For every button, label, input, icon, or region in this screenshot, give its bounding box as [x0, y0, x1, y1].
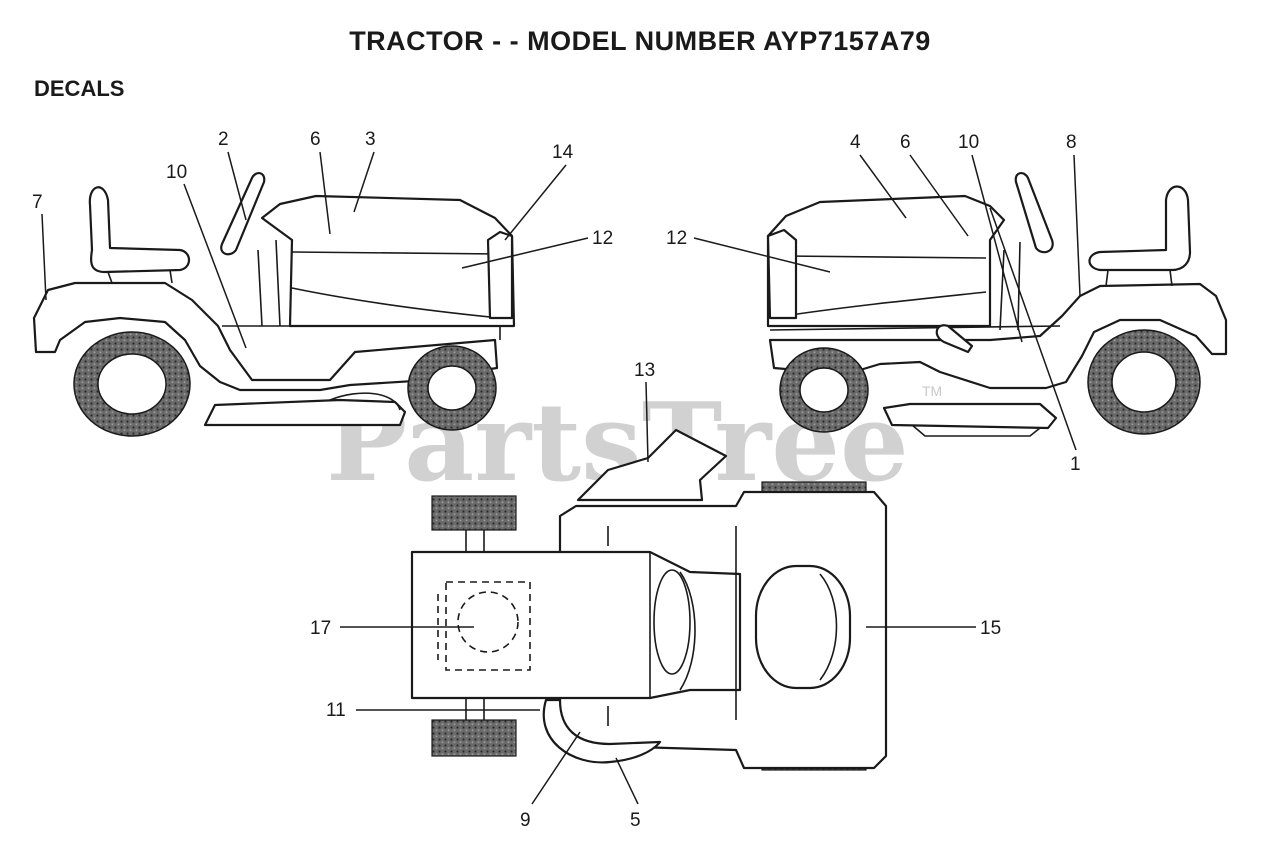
callout-8: 8: [1066, 132, 1077, 153]
callout-13: 13: [634, 360, 655, 381]
callout-14: 14: [552, 142, 574, 163]
callout-15: 15: [980, 618, 1001, 639]
callout-17: 17: [310, 618, 331, 639]
tractor-right-side-view: [766, 172, 1228, 437]
callout-11: 11: [326, 700, 346, 721]
tractor-top-view: [410, 428, 888, 771]
watermark-trademark: TM: [922, 383, 942, 399]
left-view-callouts: 7 2 10 6 3 14 12: [32, 129, 613, 349]
callout-12-right: 12: [666, 228, 687, 249]
callout-4: 4: [850, 132, 861, 153]
page-title: TRACTOR - - MODEL NUMBER AYP7157A79: [349, 26, 931, 56]
top-view-callouts: 13 17 15 11 9 5: [310, 360, 1001, 831]
right-view-callouts: 12 4 6 10 8 1: [666, 132, 1081, 475]
callout-5: 5: [630, 810, 641, 831]
callout-1: 1: [1070, 454, 1081, 475]
callout-7: 7: [32, 192, 43, 213]
callout-3: 3: [365, 129, 376, 150]
section-label: DECALS: [34, 76, 125, 101]
callout-6-left: 6: [310, 129, 321, 150]
callout-6-right: 6: [900, 132, 911, 153]
callout-12-left: 12: [592, 228, 613, 249]
tractor-left-side-view: [32, 172, 516, 437]
callout-9: 9: [520, 810, 531, 831]
callout-10-right: 10: [958, 132, 979, 153]
callout-10-left: 10: [166, 162, 187, 183]
callout-2: 2: [218, 129, 229, 150]
